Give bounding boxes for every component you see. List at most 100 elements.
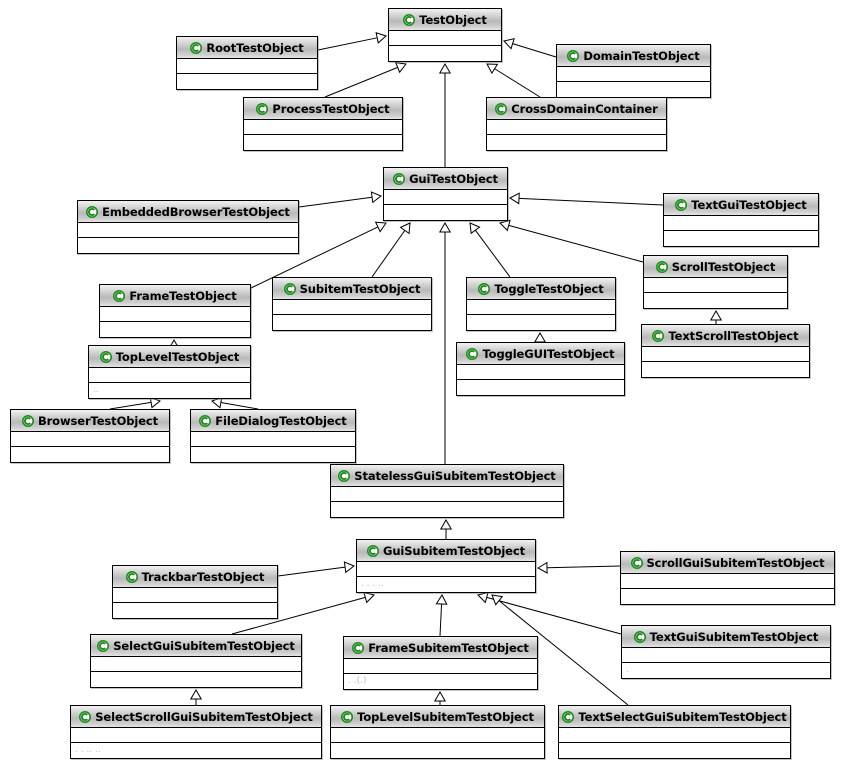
class-name-label: RootTestObject [206, 40, 304, 55]
generalization-RootTestObject-to-TestObject [317, 31, 387, 51]
class-box-BrowserTestObject[interactable]: BrowserTestObject [10, 409, 170, 463]
class-box-SelectScrollGuiSubitemTestObject[interactable]: SelectScrollGuiSubitemTestObject. . .. .… [70, 705, 322, 759]
class-box-TextScrollTestObject[interactable]: TextScrollTestObject [641, 324, 810, 378]
class-icon [562, 710, 575, 723]
class-box-CrossDomainContainer[interactable]: CrossDomainContainer [486, 97, 667, 151]
class-box-TextSelectGuiSubitemTestObject[interactable]: TextSelectGuiSubitemTestObject [558, 705, 791, 759]
class-header: RootTestObject [177, 37, 317, 59]
class-attributes-compartment [331, 728, 544, 743]
class-operations-compartment [457, 380, 624, 395]
class-box-EmbeddedBrowserTestObject[interactable]: EmbeddedBrowserTestObject [77, 200, 299, 254]
inheritance-arrowhead [363, 591, 375, 604]
inheritance-arrowhead [343, 561, 355, 574]
class-name-label: ToggleGUITestObject [482, 346, 615, 361]
class-name-label: TextGuiSubitemTestObject [649, 629, 819, 644]
class-icon [466, 347, 479, 360]
class-header: TestObject [389, 9, 501, 31]
generalization-ScrollGuiSubitemTestObject-to-GuiSubitemTestObject [537, 561, 621, 574]
class-box-TextGuiSubitemTestObject[interactable]: TextGuiSubitemTestObject. [621, 625, 831, 679]
class-operations-compartment [487, 135, 666, 150]
class-box-FrameTestObject[interactable]: FrameTestObject [99, 284, 251, 338]
class-box-TrackbarTestObject[interactable]: TrackbarTestObject [112, 565, 278, 619]
class-header: DomainTestObject [557, 45, 710, 67]
class-operations-compartment: . [622, 663, 830, 678]
class-operations-text: .. [93, 385, 99, 395]
class-box-TextGuiTestObject[interactable]: TextGuiTestObject [663, 193, 819, 247]
class-icon [633, 630, 646, 643]
inheritance-arrowhead [399, 222, 411, 235]
class-operations-compartment: . . . .. [357, 577, 535, 592]
generalization-TextGuiTestObject-to-GuiTestObject [509, 192, 664, 206]
class-name-label: ProcessTestObject [272, 101, 390, 116]
class-operations-text: . [626, 665, 629, 675]
class-box-SelectGuiSubitemTestObject[interactable]: SelectGuiSubitemTestObject [90, 634, 302, 688]
class-box-FrameSubitemTestObject[interactable]: FrameSubitemTestObject . .(.) [343, 636, 538, 690]
class-attributes-compartment [664, 216, 818, 231]
class-attributes-compartment [389, 31, 501, 46]
generalization-ToggleGUITestObject-to-ToggleTestObject [533, 332, 547, 343]
class-name-label: FileDialogTestObject [215, 413, 347, 428]
class-operations-compartment [113, 603, 277, 618]
class-operations-compartment [273, 315, 431, 330]
class-icon [125, 570, 138, 583]
class-operations-text: . .(.) [348, 676, 367, 686]
class-box-ProcessTestObject[interactable]: ProcessTestObject [243, 97, 403, 151]
class-box-GuiSubitemTestObject[interactable]: GuiSubitemTestObject . . . .. [356, 539, 536, 593]
class-box-GuiTestObject[interactable]: GuiTestObject [383, 167, 508, 221]
class-operations-compartment [621, 589, 834, 604]
class-name-label: FrameTestObject [129, 288, 237, 303]
class-box-StatelessGuiSubitemTestObject[interactable]: StatelessGuiSubitemTestObject [330, 464, 564, 518]
class-attributes-compartment [177, 59, 317, 74]
class-header: ScrollGuiSubitemTestObject [621, 552, 834, 574]
class-box-SubitemTestObject[interactable]: SubitemTestObject [272, 277, 432, 331]
class-attributes-compartment [644, 278, 787, 293]
class-attributes-compartment [11, 432, 169, 447]
inheritance-arrowhead [537, 561, 548, 574]
class-box-TestObject[interactable]: TestObject [388, 8, 502, 62]
class-attributes-compartment [467, 300, 615, 315]
class-header: TextScrollTestObject [642, 325, 809, 347]
class-operations-compartment [384, 205, 507, 220]
inheritance-arrowhead [709, 310, 723, 321]
class-operations-compartment [177, 74, 317, 89]
class-box-ToggleGUITestObject[interactable]: ToggleGUITestObject [456, 342, 625, 396]
class-icon [675, 198, 688, 211]
class-header: GuiSubitemTestObject [357, 540, 535, 562]
class-box-ToggleTestObject[interactable]: ToggleTestObject [466, 277, 616, 331]
class-header: SelectGuiSubitemTestObject [91, 635, 301, 657]
class-operations-text: . . . .. [361, 579, 384, 589]
inheritance-arrowhead [435, 594, 448, 605]
class-name-label: StatelessGuiSubitemTestObject [354, 468, 556, 483]
class-box-DomainTestObject[interactable]: DomainTestObject [556, 44, 711, 98]
inheritance-arrowhead [491, 594, 504, 606]
class-header: GuiTestObject [384, 168, 507, 190]
class-header: TopLevelTestObject [89, 346, 250, 368]
inheritance-arrowhead [499, 219, 511, 232]
inheritance-arrowhead [438, 222, 452, 233]
class-header: StatelessGuiSubitemTestObject [331, 465, 563, 487]
class-name-label: FrameSubitemTestObject [368, 640, 529, 655]
class-attributes-compartment [273, 300, 431, 315]
class-attributes-compartment [71, 728, 321, 743]
class-attributes-compartment [457, 365, 624, 380]
class-box-TopLevelSubitemTestObject[interactable]: TopLevelSubitemTestObject [330, 705, 545, 759]
inheritance-arrowhead [438, 63, 452, 74]
class-box-ScrollGuiSubitemTestObject[interactable]: ScrollGuiSubitemTestObject [620, 551, 835, 605]
inheritance-arrowhead [374, 221, 387, 233]
class-box-ScrollTestObject[interactable]: ScrollTestObject [643, 255, 788, 309]
class-attributes-compartment [384, 190, 507, 205]
class-box-TopLevelTestObject[interactable]: TopLevelTestObject.. [88, 345, 251, 399]
class-attributes-compartment [191, 432, 355, 447]
class-icon [403, 13, 416, 26]
class-icon [199, 414, 212, 427]
class-box-RootTestObject[interactable]: RootTestObject [176, 36, 318, 90]
class-name-label: ScrollTestObject [671, 259, 776, 274]
class-name-label: TrackbarTestObject [141, 569, 265, 584]
class-operations-compartment [100, 322, 250, 337]
inheritance-arrowhead [394, 61, 407, 74]
generalization-GuiSubitemTestObject-to-StatelessGuiSubitemTestObject [439, 519, 453, 539]
class-name-label: ToggleTestObject [494, 281, 604, 296]
class-box-FileDialogTestObject[interactable]: FileDialogTestObject [190, 409, 356, 463]
class-header: SubitemTestObject [273, 278, 431, 300]
